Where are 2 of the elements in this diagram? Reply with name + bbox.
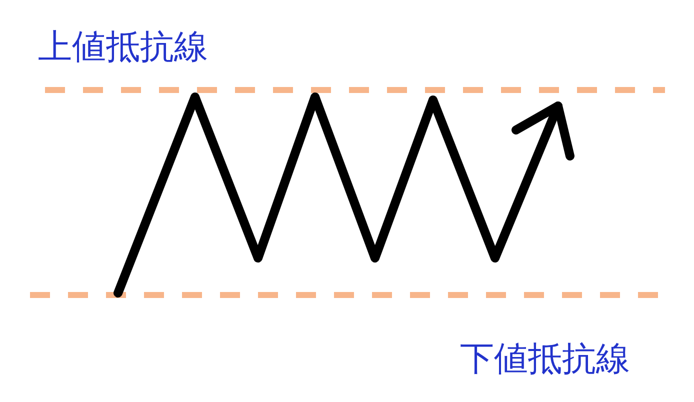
line-label: 上値抵抗線 <box>38 30 208 64</box>
line-label: 下値抵抗線 <box>460 342 630 376</box>
